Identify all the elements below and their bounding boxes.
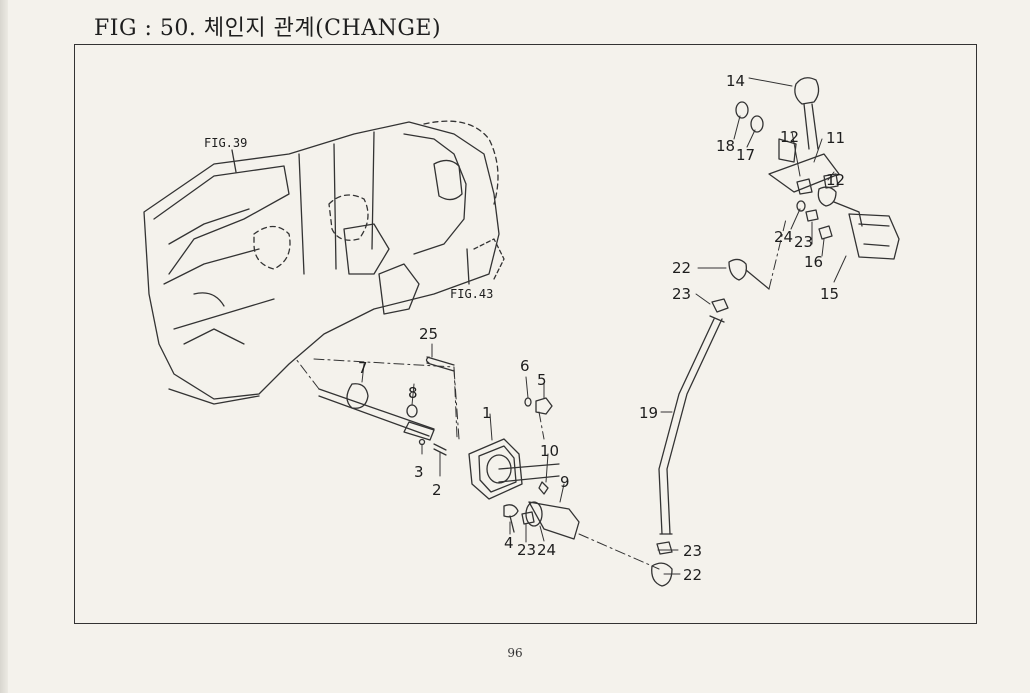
page-edge-shadow [0, 0, 8, 693]
bolt-part [503, 504, 519, 533]
callout-23-lower: 23 [517, 541, 536, 559]
shift-shaft [318, 383, 435, 441]
callout-22-lower: 22 [683, 566, 702, 584]
lever-housing [468, 438, 560, 500]
callout-11: 11 [826, 129, 845, 147]
callout-7: 7 [358, 359, 368, 377]
callout-12-upper: 12 [780, 128, 799, 146]
callout-23-upper: 23 [794, 233, 813, 251]
diagram-frame [74, 44, 977, 624]
callout-19: 19 [639, 404, 658, 422]
callout-5: 5 [537, 371, 547, 389]
cable-nut-lower [656, 541, 673, 555]
figure-ref-43: FIG.43 [450, 287, 493, 301]
callout-10: 10 [540, 442, 559, 460]
control-cable [658, 315, 725, 535]
callout-1: 1 [482, 404, 492, 422]
cable-bracket [525, 501, 580, 540]
callout-4: 4 [504, 534, 514, 552]
nut-part [535, 397, 553, 415]
shift-lever-assembly [768, 77, 900, 260]
ball-joint-upper [728, 258, 770, 290]
bolt-16 [818, 225, 833, 240]
exploded-parts-diagram: FIG.39 FIG.43 14 18 17 12 11 12 24 23 16… [143, 72, 900, 587]
callout-14: 14 [726, 72, 745, 90]
callout-15: 15 [820, 285, 839, 303]
transmission-housing [143, 120, 505, 405]
cable-nut-upper [711, 298, 729, 313]
callout-3: 3 [414, 463, 424, 481]
washer-18 [735, 101, 749, 119]
o-ring-part [406, 404, 418, 418]
callout-16: 16 [804, 253, 823, 271]
callout-18: 18 [716, 137, 735, 155]
page-number: 96 [507, 646, 523, 660]
page-title: FIG : 50. 체인지 관계(CHANGE) [94, 16, 442, 41]
stud-part [425, 356, 455, 372]
callout-9: 9 [560, 473, 570, 491]
callout-22-upper: 22 [672, 259, 691, 277]
callout-23-cable-upper: 23 [672, 285, 691, 303]
callout-2: 2 [432, 481, 442, 499]
small-fitting-part [538, 481, 549, 495]
bushing-12-upper [796, 178, 813, 195]
callout-24-lower: 24 [537, 541, 556, 559]
washer-24-upper [796, 200, 806, 212]
callout-25: 25 [419, 325, 438, 343]
collar-17 [750, 115, 764, 133]
callout-12-lower: 12 [826, 171, 845, 189]
callout-8: 8 [408, 384, 418, 402]
ball-joint-lower [651, 562, 673, 587]
leader-lines [361, 77, 847, 575]
callout-17: 17 [736, 146, 755, 164]
callout-24-upper: 24 [774, 228, 793, 246]
nut-23-upper [805, 209, 819, 222]
washer-part [524, 397, 532, 407]
figure-ref-39: FIG.39 [204, 136, 247, 150]
lock-nut-part [521, 511, 535, 525]
callout-23-cable-lower: 23 [683, 542, 702, 560]
callout-6: 6 [520, 357, 530, 375]
